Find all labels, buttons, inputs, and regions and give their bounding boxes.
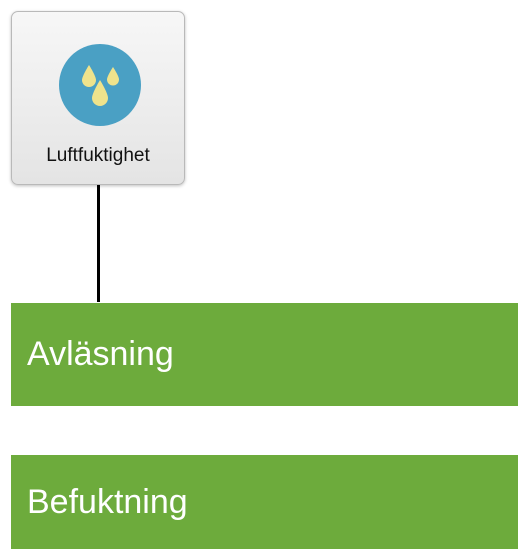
water-drops-icon	[59, 44, 141, 126]
reading-action-label: Avläsning	[27, 335, 174, 373]
humidity-sensor-card[interactable]: Luftfuktighet	[11, 11, 185, 185]
humidify-action-bar[interactable]: Befuktning	[11, 455, 518, 549]
connector-line	[97, 185, 100, 302]
reading-action-bar[interactable]: Avläsning	[11, 303, 518, 406]
humidify-action-label: Befuktning	[27, 482, 188, 521]
sensor-label: Luftfuktighet	[46, 145, 150, 166]
